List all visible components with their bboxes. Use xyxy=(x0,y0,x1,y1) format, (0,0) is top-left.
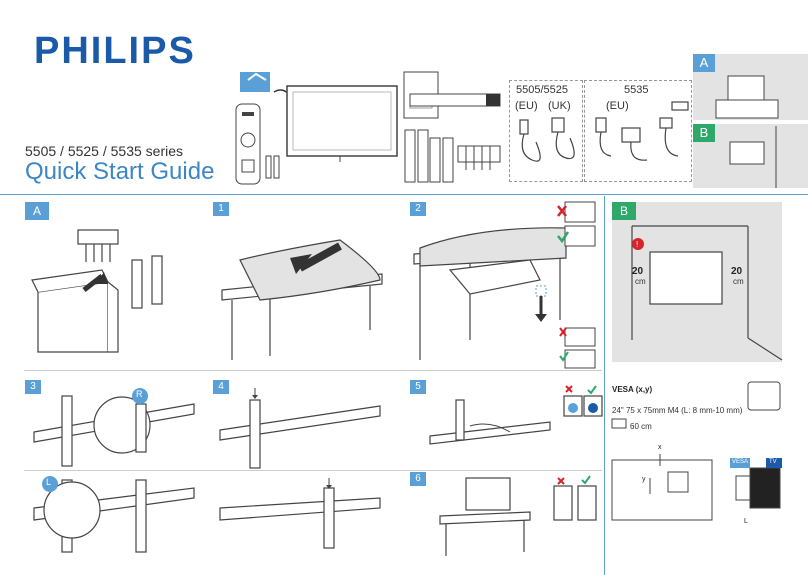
cables-group1-models: 5505/5525 xyxy=(516,84,568,96)
panel-illustrations xyxy=(715,75,779,188)
header-tag-A-label: A xyxy=(693,54,715,72)
header-tag-B-label: B xyxy=(693,124,715,142)
vesa-l-label: L xyxy=(744,518,748,525)
wall-distance-right: 20 xyxy=(731,266,743,277)
vesa-title: VESA (x,y) xyxy=(612,385,653,394)
box-contents-illustration xyxy=(235,71,501,185)
wall-distance-right-unit: cm xyxy=(733,277,744,286)
section-divider xyxy=(604,196,605,575)
page-title: Quick Start Guide xyxy=(25,158,215,185)
svg-text:!: ! xyxy=(636,240,638,249)
step-tag-2: 2 xyxy=(410,202,426,216)
power-cables-illustration xyxy=(519,101,689,162)
step-tag-6: 6 xyxy=(410,472,426,486)
step-tag-1: 1 xyxy=(213,202,229,216)
step-tag-5: 5 xyxy=(410,380,426,394)
series-label: 5505 / 5525 / 5535 series xyxy=(25,143,184,159)
wall-distance-left: 20 xyxy=(632,266,644,277)
cables-group1-eu: (EU) xyxy=(515,100,538,112)
step-tag-B: B xyxy=(612,202,636,220)
step-tag-A: A xyxy=(25,202,49,220)
step-tag-3: 3 xyxy=(25,380,41,394)
brand-logo: PHILIPS xyxy=(34,30,196,72)
row-divider-1 xyxy=(24,370,602,371)
row-divider-2 xyxy=(24,470,602,471)
stand-right-badge: R xyxy=(136,389,143,399)
vesa-distance: 60 cm xyxy=(630,422,652,431)
header-divider xyxy=(0,194,808,195)
cables-box-2 xyxy=(584,80,692,182)
vesa-y-label: y xyxy=(642,476,646,483)
vesa-spec: 24" 75 x 75mm M4 (L: 8 mm-10 mm) xyxy=(612,406,743,415)
cables-box-1 xyxy=(509,80,583,182)
cables-group2-models: 5535 xyxy=(624,84,649,96)
vesa-tag: VESA xyxy=(732,459,749,465)
wall-distance-left-unit: cm xyxy=(635,277,646,286)
step-tag-4: 4 xyxy=(213,380,229,394)
stand-left-badge: L xyxy=(46,477,52,487)
cables-group1-uk: (UK) xyxy=(548,100,571,112)
tv-tag: TV xyxy=(769,459,777,465)
cables-group2-eu: (EU) xyxy=(606,100,629,112)
vesa-x-label: x xyxy=(658,444,662,451)
